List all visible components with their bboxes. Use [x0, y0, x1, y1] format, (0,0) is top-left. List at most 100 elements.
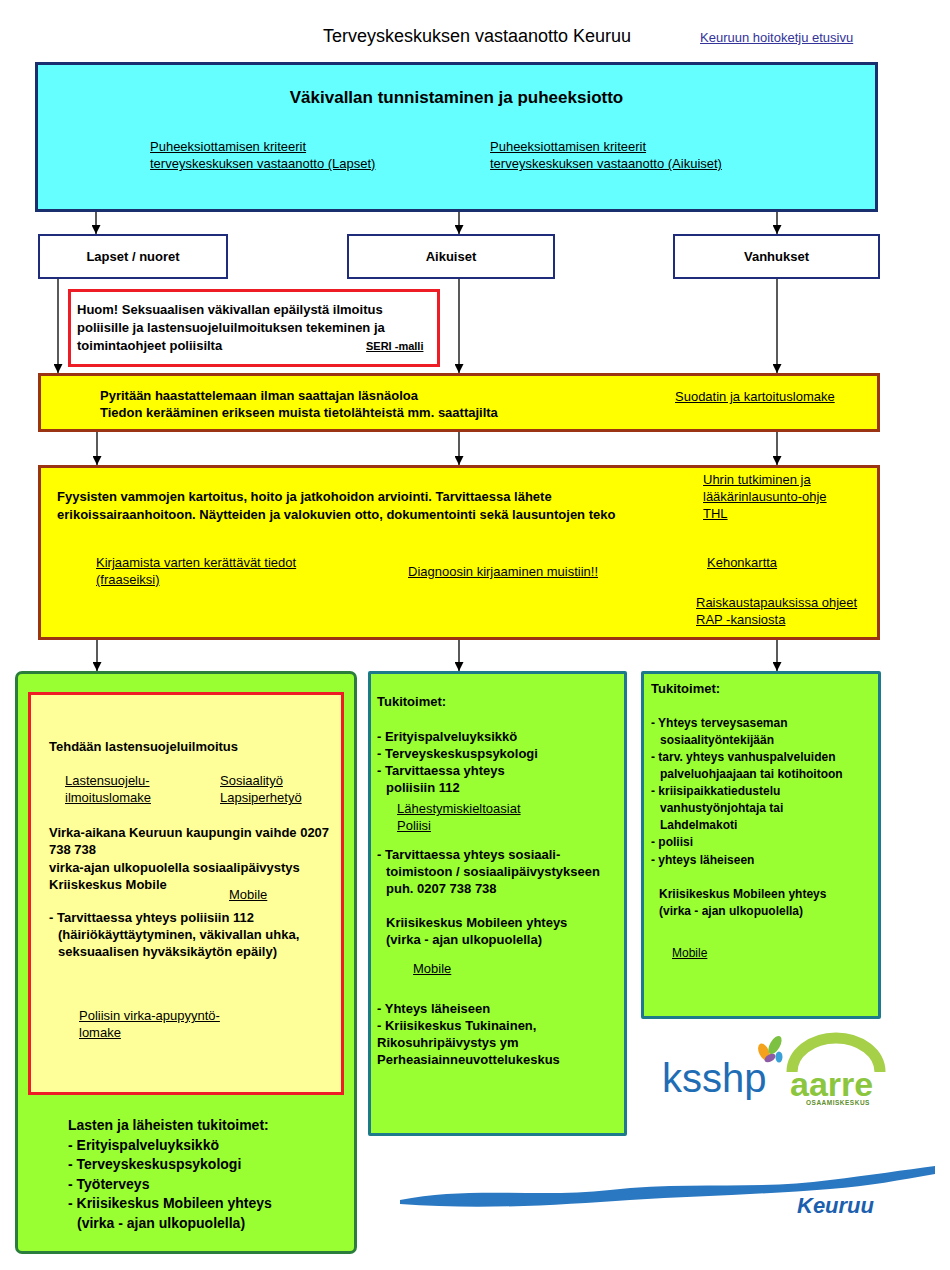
box-heading: Tukitoimet: [651, 680, 871, 697]
box-text: Tiedon kerääminen erikseen muista tietol… [100, 404, 620, 421]
text-slot: - Kriisikeskus Mobileen yhteys (virka - … [68, 1194, 303, 1233]
logo-text: ksshp [662, 1058, 767, 1098]
flow-arrow [776, 279, 777, 373]
flow-arrow [776, 432, 777, 465]
link-text: Puheeksiottamisen kriteerit terveyskesku… [150, 138, 390, 172]
text-slot: Lähestymiskieltoasiat Poliisi [397, 800, 537, 834]
title-slot: Terveyskeskuksen vastaanotto Keuruu [297, 25, 657, 47]
link-text: Uhrin tutkiminen ja lääkärinlausunto-ohj… [703, 471, 843, 522]
step-band: Fyysisten vammojen kartoitus, hoito ja j… [38, 465, 880, 640]
box-heading: Aikuiset [426, 248, 477, 265]
box-text: - Yhteys terveysaseman sosiaalityöntekij… [651, 715, 826, 749]
box-text: - Kriisikeskus Mobileen yhteys (virka - … [68, 1194, 303, 1233]
text-slot: Tehdään lastensuojeluilmoitus [49, 738, 339, 755]
box-heading: Tukitoimet: [377, 693, 617, 710]
text-slot: - Tarvittaessa yhteys poliisiin 112 (häi… [49, 909, 339, 960]
flow-arrow [458, 212, 459, 234]
text-slot: Mobile [413, 960, 473, 977]
label-slot: OSAAMISKESKUS [806, 1099, 870, 1106]
box-text: - Erityispalveluyksikkö [68, 1136, 303, 1156]
flow-arrow [458, 279, 459, 373]
box-text: - Tarvittaessa yhteys poliisiin 112 [377, 762, 532, 796]
logo-text: Keuruu [797, 1195, 874, 1217]
box-text: - Terveyskeskuspsykologi [68, 1155, 303, 1175]
flow-arrow [57, 279, 58, 373]
text-slot: Kriisikeskus Mobileen yhteys (virka - aj… [659, 886, 859, 920]
page-link: Keuruun hoitoketju etusivu [700, 29, 853, 46]
link-text: Sosiaalityö Lapsiperhetyö [220, 772, 315, 806]
text-slot: Suodatin ja kartoituslomake [675, 388, 875, 405]
text-slot: - Kriisikeskus Tukinainen, Rikosuhripäiv… [377, 1017, 597, 1068]
box-heading: Lasten ja läheisten tukitoimet: [68, 1116, 303, 1136]
label-slot: aarre [790, 1067, 873, 1101]
text-slot: Tukitoimet: [651, 680, 871, 697]
box-text: Virka-aikana Keuruun kaupungin vaihde 02… [49, 824, 339, 858]
flow-arrow [96, 640, 97, 671]
text-slot: - Terveyskeskuspsykologi [377, 745, 617, 762]
box-heading: Väkivallan tunnistaminen ja puheeksiotto [38, 88, 875, 108]
text-slot: Virka-aikana Keuruun kaupungin vaihde 02… [49, 824, 339, 858]
link-text: Suodatin ja kartoituslomake [675, 388, 875, 405]
group-box: Vanhukset [673, 234, 880, 279]
link-text: Lähestymiskieltoasiat Poliisi [397, 800, 537, 834]
box-text: Kriisikeskus Mobileen yhteys (virka - aj… [386, 914, 601, 948]
text-slot: - Terveyskeskuspsykologi [68, 1155, 303, 1175]
link-text: Lastensuojelu- ilmoituslomake [65, 772, 165, 806]
flow-arrow [776, 212, 777, 234]
box-text: - Tarvittaessa yhteys sosiaali- toimisto… [377, 846, 617, 897]
link-text: Mobile [229, 886, 289, 903]
box-heading: Pyritään haastattelemaan ilman saattajan… [100, 387, 620, 404]
text-slot: Tiedon kerääminen erikseen muista tietol… [100, 404, 620, 421]
link-text: Poliisin virka-apupyyntö- lomake [79, 1007, 239, 1041]
text-slot: Lastensuojelu- ilmoituslomake [65, 772, 165, 806]
butterfly-wing [776, 1052, 783, 1063]
text-slot: Väkivallan tunnistaminen ja puheeksiotto [38, 88, 875, 108]
box-heading: Vanhukset [744, 248, 809, 265]
text-slot: - Yhteys läheiseen [377, 1000, 617, 1017]
text-slot: Aikuiset [426, 248, 477, 265]
warning-box: Huom! Seksuaalisen väkivallan epäilystä … [68, 289, 440, 367]
text-slot: - poliisi [651, 834, 851, 851]
link-text: Kirjaamista varten kerättävät tiedot (fr… [96, 554, 321, 588]
box-heading: Huom! Seksuaalisen väkivallan epäilystä … [77, 301, 402, 355]
text-slot: - tarv. yhteys vanhuspalveluiden palvelu… [651, 749, 878, 783]
link-text: Diagnoosin kirjaaminen muistiin!! [408, 563, 638, 580]
box-text: - Terveyskeskuspsykologi [377, 745, 617, 762]
label-slot: Keuruu [797, 1195, 874, 1217]
text-slot: Lasten ja läheisten tukitoimet: [68, 1116, 303, 1136]
link-text: Kehonkartta [707, 554, 807, 571]
text-slot: Vanhukset [744, 248, 809, 265]
text-slot: Kehonkartta [707, 554, 807, 571]
box-heading: Tehdään lastensuojeluilmoitus [49, 738, 339, 755]
text-slot: virka-ajan ulkopuolella sosiaalipäivysty… [49, 859, 339, 893]
label-slot: Keuruun hoitoketju etusivu [700, 29, 853, 46]
logo-text: aarre [790, 1067, 873, 1101]
group-box: Aikuiset [347, 234, 555, 279]
flow-arrow [776, 640, 777, 671]
report-box: Tehdään lastensuojeluilmoitusLastensuoje… [28, 692, 344, 1095]
box-text: - Työterveys [68, 1175, 303, 1195]
box-text: - yhteys läheiseen [651, 852, 851, 869]
text-slot: Tukitoimet: [377, 693, 617, 710]
logo-subtext: OSAAMISKESKUS [806, 1099, 870, 1106]
text-slot: - Erityispalveluyksikkö [377, 728, 617, 745]
text-slot: - Työterveys [68, 1175, 303, 1195]
text-slot: Diagnoosin kirjaaminen muistiin!! [408, 563, 638, 580]
label-slot: ksshp [662, 1058, 767, 1098]
text-slot: - Yhteys terveysaseman sosiaalityöntekij… [651, 715, 826, 749]
text-slot: Puheeksiottamisen kriteerit terveyskesku… [490, 138, 735, 172]
text-slot: Poliisin virka-apupyyntö- lomake [79, 1007, 239, 1041]
link-text: Mobile [672, 945, 732, 962]
text-slot: SERI -malli [366, 337, 446, 355]
page-title: Terveyskeskuksen vastaanotto Keuruu [297, 25, 657, 47]
link-text: Puheeksiottamisen kriteerit terveyskesku… [490, 138, 735, 172]
support-panel: Lasten ja läheisten tukitoimet:- Erityis… [15, 671, 357, 1254]
flow-arrow [458, 432, 459, 465]
group-box: Lapset / nuoret [38, 234, 228, 279]
box-text: - tarv. yhteys vanhuspalveluiden palvelu… [651, 749, 878, 783]
box-heading: Fyysisten vammojen kartoitus, hoito ja j… [57, 488, 622, 524]
box-text: - Kriisikeskus Tukinainen, Rikosuhripäiv… [377, 1017, 597, 1068]
text-slot: Lapset / nuoret [86, 248, 179, 265]
text-slot: Sosiaalityö Lapsiperhetyö [220, 772, 315, 806]
